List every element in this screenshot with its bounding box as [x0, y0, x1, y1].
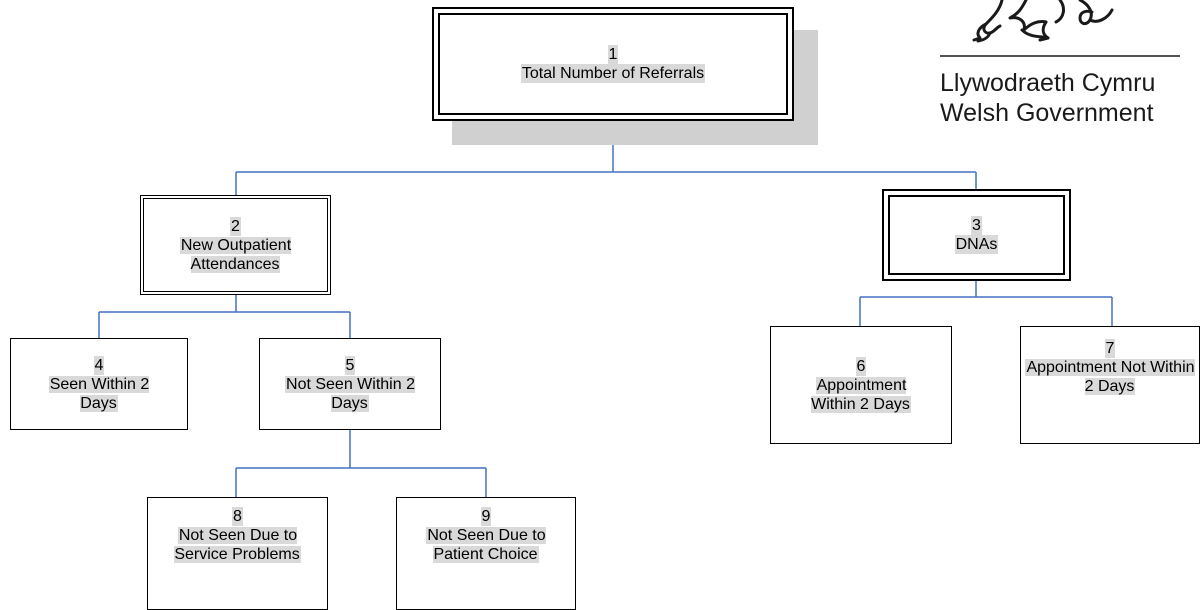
- node-9-label: Not Seen Due to Patient Choice: [426, 527, 546, 563]
- node-5-label-wrap: Not Seen Within 2 Days: [260, 375, 440, 413]
- node-7-label: Appointment Not Within 2 Days: [1025, 359, 1195, 395]
- logo-text-english: Welsh Government: [940, 99, 1154, 127]
- node-7: 7 Appointment Not Within 2 Days: [1020, 326, 1200, 444]
- welsh-government-logo: Llywodraeth Cymru Welsh Government: [930, 0, 1200, 165]
- node-9-number: 9: [480, 507, 492, 526]
- node-2-number: 2: [230, 216, 241, 236]
- node-5-label: Not Seen Within 2 Days: [285, 375, 415, 412]
- dragon-icon: [940, 0, 1180, 57]
- node-6-number: 6: [855, 356, 867, 376]
- node-1-inner: 1 Total Number of Referrals: [438, 13, 788, 115]
- node-3-label: DNAs: [954, 235, 999, 254]
- node-5-number: 5: [344, 355, 356, 375]
- connector-5-to-8-9: [235, 430, 487, 497]
- node-8: 8 Not Seen Due to Service Problems: [147, 497, 328, 610]
- node-8-label: Not Seen Due to Service Problems: [174, 527, 301, 563]
- node-7-number: 7: [1104, 339, 1116, 358]
- node-4-number: 4: [93, 355, 105, 375]
- node-3-number: 3: [971, 216, 982, 235]
- node-2-label: New Outpatient Attendances: [179, 236, 292, 273]
- node-8-label-wrap: Not Seen Due to Service Problems: [148, 526, 327, 564]
- node-3: 3 DNAs: [882, 189, 1071, 281]
- node-4-label-wrap: Seen Within 2 Days: [11, 375, 187, 413]
- node-9: 9 Not Seen Due to Patient Choice: [396, 497, 576, 610]
- node-9-label-wrap: Not Seen Due to Patient Choice: [397, 526, 575, 564]
- logo-text-welsh: Llywodraeth Cymru: [940, 69, 1156, 97]
- node-1-label: Total Number of Referrals: [520, 64, 706, 83]
- node-1: 1 Total Number of Referrals: [432, 7, 794, 121]
- node-2-label-wrap: New Outpatient Attendances: [144, 236, 327, 274]
- node-3-inner: 3 DNAs: [888, 195, 1065, 275]
- node-4: 4 Seen Within 2 Days: [10, 338, 188, 430]
- node-7-label-wrap: Appointment Not Within 2 Days: [1021, 358, 1199, 396]
- node-1-number: 1: [607, 45, 619, 64]
- logo-text: Llywodraeth Cymru Welsh Government: [940, 68, 1180, 128]
- node-6-label-wrap: Appointment Within 2 Days: [771, 376, 951, 414]
- node-6-label: Appointment Within 2 Days: [811, 376, 911, 413]
- node-8-number: 8: [232, 507, 243, 526]
- connector-3-to-6-7: [859, 281, 1113, 326]
- node-2: 2 New Outpatient Attendances: [140, 195, 331, 295]
- connector-2-to-4-5: [98, 295, 351, 338]
- node-5: 5 Not Seen Within 2 Days: [259, 338, 441, 430]
- node-4-label: Seen Within 2 Days: [48, 375, 150, 412]
- node-6: 6 Appointment Within 2 Days: [770, 326, 952, 444]
- connector-1-to-2-3: [235, 120, 977, 196]
